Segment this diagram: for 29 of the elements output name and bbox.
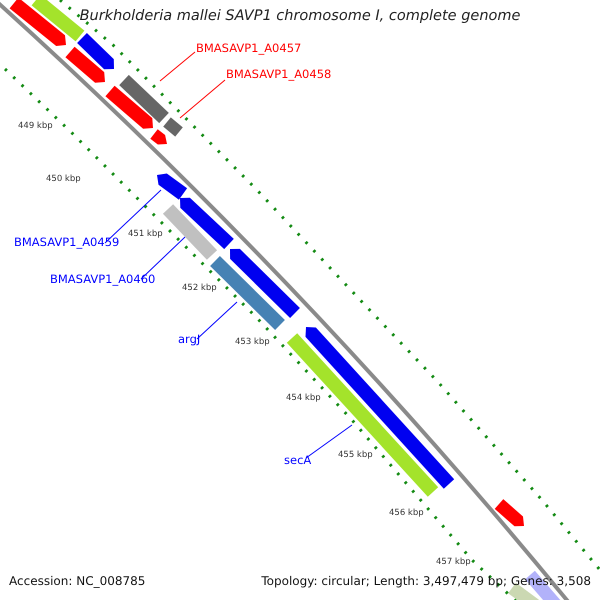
- gene-label: BMASAVP1_A0457: [196, 42, 302, 56]
- gene-label: argJ: [178, 333, 200, 347]
- footer-text: Accession: NC_008785: [9, 574, 146, 588]
- tick-label: 454 kbp: [286, 393, 321, 404]
- leader-line: [104, 190, 162, 244]
- tick-label: 453 kbp: [235, 337, 270, 348]
- leader-line: [306, 424, 352, 458]
- leader-line: [160, 52, 196, 82]
- footer-text: Topology: circular; Length: 3,497,479 bp; Genes: 3,508: [261, 574, 591, 588]
- gene-label: secA: [284, 454, 312, 468]
- gene-label: BMASAVP1_A0458: [226, 68, 332, 82]
- tick-label: 456 kbp: [389, 508, 424, 518]
- tick-label: 450 kbp: [46, 174, 81, 184]
- gene-bar: [286, 333, 438, 497]
- gene-bar: [119, 74, 169, 124]
- tick-label: 449 kbp: [18, 121, 53, 132]
- leader-line: [196, 302, 238, 340]
- gene-bar: [157, 174, 188, 200]
- gene-label: BMASAVP1_A0459: [14, 236, 120, 250]
- leader-line: [140, 236, 186, 280]
- leader-line: [180, 80, 226, 118]
- tick-label: 457 kbp: [436, 557, 471, 568]
- tick-label: 451 kbp: [128, 229, 163, 240]
- gene-bar: [162, 204, 218, 260]
- map-title: Burkholderia mallei SAVP1 chromosome I, complete genome: [80, 8, 520, 26]
- tick-label: 452 kbp: [182, 283, 217, 294]
- gene-label: BMASAVP1_A0460: [50, 273, 156, 287]
- gene-bar: [163, 117, 183, 137]
- tick-label: 455 kbp: [338, 450, 373, 460]
